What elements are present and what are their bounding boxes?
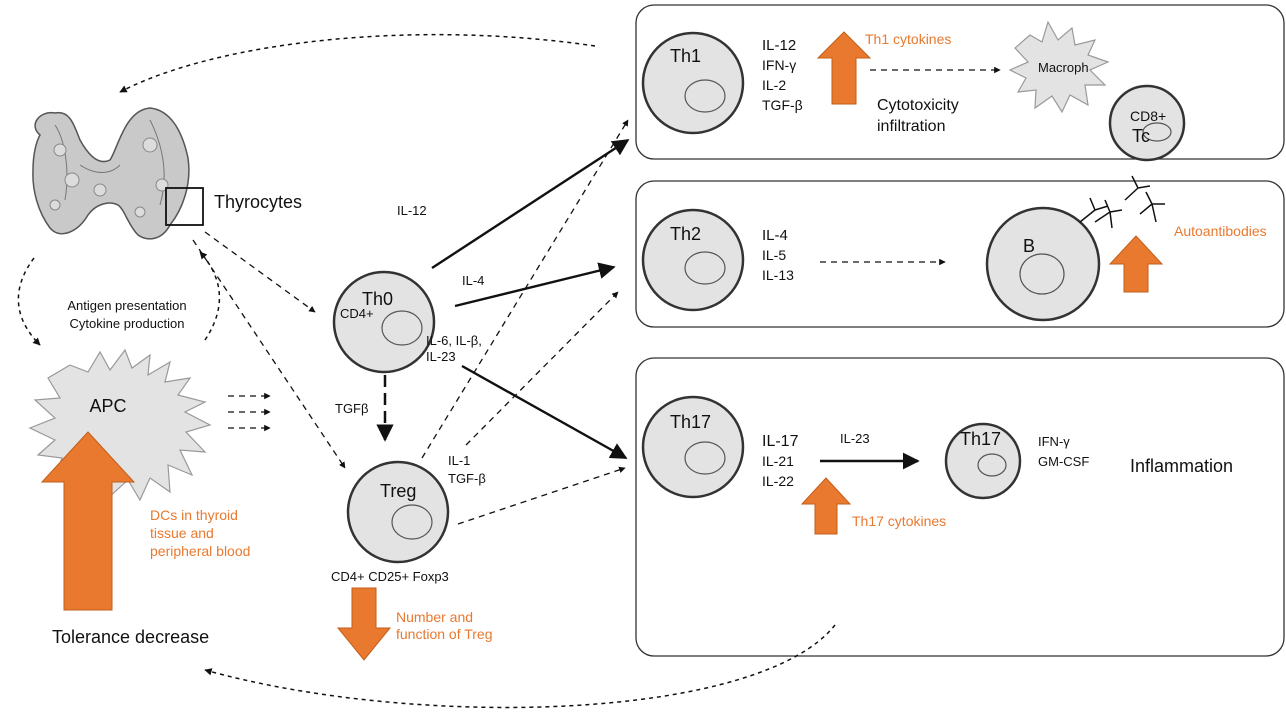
il6-label: IL-6, IL-β, bbox=[426, 333, 482, 348]
th1-cytokines-label: Th1 cytokines bbox=[865, 31, 951, 47]
th17-second-cytokine-2: GM-CSF bbox=[1038, 454, 1089, 469]
th1-cytokine-3: IL-2 bbox=[762, 77, 786, 93]
th17-second-cytokine-1: IFN-γ bbox=[1038, 434, 1070, 449]
antigen-presentation-label: Antigen presentation bbox=[67, 298, 186, 313]
th2-label: Th2 bbox=[670, 224, 701, 244]
dcs-note-line2: tissue and bbox=[150, 525, 214, 541]
bcell-nucleus bbox=[1019, 253, 1065, 295]
thyroid-to-apc-arrow bbox=[17, 257, 41, 346]
treg-note-line2: function of Treg bbox=[396, 626, 493, 642]
treg-to-th17-arrow bbox=[457, 466, 626, 525]
th1-effect-line2: infiltration bbox=[877, 118, 945, 135]
tc-nucleus bbox=[1142, 122, 1172, 142]
th0-cell bbox=[332, 270, 436, 374]
th0-to-th2-arrow bbox=[454, 262, 616, 308]
th17-cell bbox=[641, 395, 745, 499]
il12-label: IL-12 bbox=[397, 203, 427, 218]
th2-panel bbox=[635, 180, 1285, 328]
dcs-note-line3: peripheral blood bbox=[150, 543, 250, 559]
autoantibodies-label: Autoantibodies bbox=[1174, 223, 1267, 239]
treg-to-th2-arrow bbox=[465, 291, 619, 446]
th2-cytokine-1: IL-4 bbox=[762, 227, 788, 244]
treg-note-line1: Number and bbox=[396, 609, 473, 625]
th17-cytokines-label: Th17 cytokines bbox=[852, 513, 946, 529]
th17-il23-label: IL-23 bbox=[840, 431, 870, 446]
macrophage-label: Macroph bbox=[1038, 60, 1089, 75]
tgfb-label: TGFβ bbox=[335, 401, 368, 416]
thyroid-to-th0-arrow bbox=[204, 231, 316, 313]
th17-cytokine-1: IL-17 bbox=[762, 433, 799, 450]
th0-label: Th0 bbox=[362, 289, 393, 309]
thyrocyte-selection-box bbox=[165, 187, 204, 226]
th17-nucleus bbox=[684, 441, 726, 475]
cytokine-production-label: Cytokine production bbox=[70, 316, 185, 331]
tgfb2-label: TGF-β bbox=[448, 471, 486, 486]
th17-cytokine-3: IL-22 bbox=[762, 473, 794, 489]
th0-sub-label: CD4+ bbox=[340, 306, 374, 321]
th1-cytokine-4: TGF-β bbox=[762, 97, 803, 113]
th2-cytokine-2: IL-5 bbox=[762, 247, 786, 263]
autoantibodies-increase-arrow bbox=[1108, 235, 1164, 293]
th17-label: Th17 bbox=[670, 412, 711, 432]
th1-cytokine-2: IFN-γ bbox=[762, 57, 796, 73]
apc-to-thyroid-arrow bbox=[199, 251, 221, 341]
il4-label: IL-4 bbox=[462, 273, 484, 288]
tc-label: Tc bbox=[1132, 126, 1150, 146]
th2-cell bbox=[641, 208, 745, 312]
th2-nucleus bbox=[684, 251, 726, 285]
th0-to-th17-arrow bbox=[461, 364, 628, 460]
thyroid-to-treg-arrow bbox=[192, 239, 346, 469]
il23-label: IL-23 bbox=[426, 349, 456, 364]
th17-second-cell bbox=[944, 422, 1022, 500]
treg-cell bbox=[346, 460, 450, 564]
treg-label: Treg bbox=[380, 481, 416, 501]
macrophage-shape bbox=[1008, 20, 1110, 114]
th17-second-label: Th17 bbox=[960, 429, 1001, 449]
th1-cytokine-1: IL-12 bbox=[762, 37, 796, 54]
thyrocytes-label: Thyrocytes bbox=[214, 192, 302, 212]
dcs-note-line1: DCs in thyroid bbox=[150, 507, 238, 523]
inflammation-label: Inflammation bbox=[1130, 456, 1233, 476]
tc-cell bbox=[1108, 84, 1186, 162]
return-arrow-top bbox=[119, 33, 596, 93]
bcell-label: B bbox=[1023, 236, 1035, 256]
th1-label: Th1 bbox=[670, 46, 701, 66]
treg-markers-label: CD4+ CD25+ Foxp3 bbox=[331, 569, 449, 584]
th17-cytokine-2: IL-21 bbox=[762, 453, 794, 469]
thyroid-gland-image bbox=[32, 107, 190, 240]
treg-nucleus bbox=[391, 504, 433, 540]
th0-nucleus bbox=[381, 310, 423, 346]
treg-decrease-arrow bbox=[336, 587, 392, 661]
th1-effect-line1: Cytotoxicity bbox=[877, 97, 959, 114]
antibody-symbols bbox=[1079, 175, 1165, 229]
tc-cd8-label: CD8+ bbox=[1130, 108, 1166, 124]
th1-nucleus bbox=[684, 79, 726, 113]
th17-cytokines-increase-arrow bbox=[800, 477, 852, 535]
th0-to-th1-arrow bbox=[431, 138, 630, 270]
tolerance-decrease-label: Tolerance decrease bbox=[52, 627, 209, 647]
return-arrow-bottom bbox=[204, 624, 836, 709]
th17-second-nucleus bbox=[977, 453, 1007, 477]
il1-label: IL-1 bbox=[448, 453, 470, 468]
dcs-increase-arrow bbox=[40, 431, 136, 611]
th17-panel bbox=[635, 357, 1285, 657]
bcell bbox=[985, 206, 1101, 322]
th2-cytokine-3: IL-13 bbox=[762, 267, 794, 283]
apc-label: APC bbox=[89, 396, 126, 416]
th1-cytokines-increase-arrow bbox=[816, 31, 872, 105]
